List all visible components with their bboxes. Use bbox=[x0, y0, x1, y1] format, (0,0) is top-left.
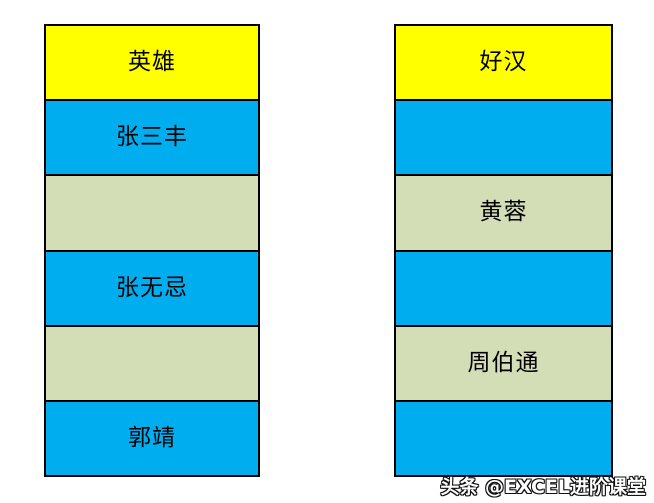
table-left-row-5: 郭靖 bbox=[46, 401, 258, 476]
table-left-cell-5-value: 郭靖 bbox=[128, 424, 176, 451]
watermark-label: 头条 @EXCEL进阶课堂 bbox=[440, 476, 646, 498]
table-left-row-2 bbox=[46, 176, 258, 252]
table-right-header-cell: 好汉 bbox=[396, 26, 611, 102]
table-right: 好汉 黄蓉 周伯通 bbox=[394, 24, 613, 477]
table-left-row-1: 张三丰 bbox=[46, 101, 258, 177]
table-right-cell-2-value: 黄蓉 bbox=[479, 199, 528, 226]
table-left-cell-1-value: 张三丰 bbox=[116, 124, 188, 151]
table-right-row-5 bbox=[396, 401, 611, 476]
table-right-row-1 bbox=[396, 101, 611, 177]
table-right-row-3 bbox=[396, 251, 611, 327]
table-left-cell-3-value: 张无忌 bbox=[116, 274, 188, 301]
table-left-header-label: 英雄 bbox=[128, 49, 176, 76]
table-right-row-4: 周伯通 bbox=[396, 326, 611, 402]
table-left-row-3: 张无忌 bbox=[46, 251, 258, 327]
table-right-cell-4-value: 周伯通 bbox=[467, 349, 540, 376]
table-left-header-cell: 英雄 bbox=[46, 26, 258, 102]
table-left: 英雄 张三丰 张无忌 郭靖 bbox=[44, 24, 260, 477]
table-right-header-label: 好汉 bbox=[479, 49, 528, 76]
table-right-row-2: 黄蓉 bbox=[396, 176, 611, 252]
table-left-row-4 bbox=[46, 326, 258, 402]
